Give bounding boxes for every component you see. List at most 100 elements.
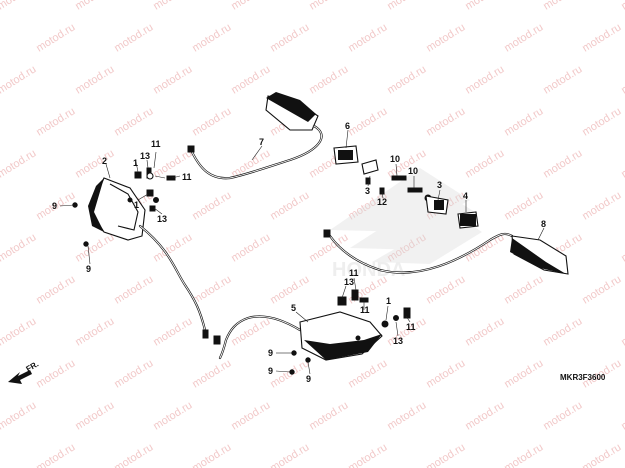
site-watermark-text: motod.ru [229, 231, 272, 264]
callout-11: 11 [151, 139, 161, 149]
site-watermark-text: motod.ru [190, 441, 233, 468]
site-watermark-text: motod.ru [502, 357, 545, 390]
site-watermark-text: motod.ru [580, 21, 623, 54]
site-watermark-text: motod.ru [34, 273, 77, 306]
callout-11: 11 [360, 305, 370, 315]
site-watermark-text: motod.ru [268, 21, 311, 54]
site-watermark-text: motod.ru [151, 0, 194, 13]
site-watermark-text: motod.ru [190, 105, 233, 138]
site-watermark-text: motod.ru [385, 63, 428, 96]
site-watermark-text: motod.ru [73, 315, 116, 348]
site-watermark-text: motod.ru [73, 399, 116, 432]
site-watermark-text: motod.ru [580, 105, 623, 138]
site-watermark-text: motod.ru [463, 0, 506, 13]
callout-7: 7 [259, 137, 264, 147]
callout-5: 5 [291, 303, 296, 313]
site-watermark-text: motod.ru [463, 63, 506, 96]
site-watermark-text: motod.ru [619, 315, 625, 348]
site-watermark-text: motod.ru [0, 399, 38, 432]
site-watermark-text: motod.ru [0, 315, 38, 348]
left-signal-wire [138, 224, 209, 339]
callout-2: 2 [102, 156, 107, 166]
site-watermark-text: motod.ru [424, 357, 467, 390]
site-watermark-text: motod.ru [346, 105, 389, 138]
callout-8: 8 [541, 219, 546, 229]
site-watermark-text: motod.ru [502, 273, 545, 306]
site-watermark-text: motod.ru [73, 63, 116, 96]
site-watermark-text: motod.ru [385, 399, 428, 432]
callout-12: 12 [377, 197, 387, 207]
site-watermark-text: motod.ru [502, 105, 545, 138]
bracket-part-4 [457, 211, 479, 229]
callout-4: 4 [463, 191, 468, 201]
callout-3: 3 [437, 180, 442, 190]
site-watermark-text: motod.ru [151, 231, 194, 264]
callout-13: 13 [393, 336, 403, 346]
site-watermark-text: motod.ru [346, 357, 389, 390]
site-watermark-text: motod.ru [463, 399, 506, 432]
site-watermark-text: motod.ru [307, 0, 350, 13]
site-watermark-text: motod.ru [541, 315, 584, 348]
site-watermark-text: motod.ru [619, 399, 625, 432]
site-watermark-text: motod.ru [190, 21, 233, 54]
site-watermark-text: motod.ru [151, 315, 194, 348]
left-rear-turn-signal [187, 92, 323, 180]
right-front-turn-signal [213, 311, 383, 361]
callout-11: 11 [182, 172, 192, 182]
site-watermark-text: motod.ru [307, 63, 350, 96]
left-fasteners [72, 167, 176, 247]
site-watermark-text: motod.ru [0, 147, 38, 180]
site-watermark-text: motod.ru [502, 189, 545, 222]
site-watermark-text: motod.ru [0, 63, 38, 96]
site-watermark-text: motod.ru [307, 399, 350, 432]
front-arrow-icon [8, 370, 32, 384]
front-label: FR. [25, 359, 41, 373]
connector-icon [213, 335, 221, 345]
callout-11: 11 [349, 268, 359, 278]
site-watermark-text: motod.ru [541, 0, 584, 13]
site-watermark-text: motod.ru [34, 441, 77, 468]
site-watermark-text: motod.ru [112, 273, 155, 306]
site-watermark-text: motod.ru [385, 0, 428, 13]
connector-icon [202, 329, 209, 339]
callout-9: 9 [268, 366, 273, 376]
site-watermark-text: motod.ru [34, 105, 77, 138]
site-watermark-text: motod.ru [112, 357, 155, 390]
site-watermark-text: motod.ru [190, 273, 233, 306]
site-watermark-text: motod.ru [619, 0, 625, 13]
site-watermark-text: motod.ru [424, 273, 467, 306]
site-watermark-text: motod.ru [502, 21, 545, 54]
site-watermark-text: motod.ru [151, 399, 194, 432]
site-watermark-text: motod.ru [541, 399, 584, 432]
site-watermark-text: motod.ru [424, 441, 467, 468]
callout-13: 13 [140, 151, 150, 161]
site-watermark-text: motod.ru [268, 273, 311, 306]
site-watermark-text: motod.ru [463, 315, 506, 348]
site-watermark-text: motod.ru [34, 21, 77, 54]
site-watermark-text: motod.ru [580, 273, 623, 306]
callout-9: 9 [52, 201, 57, 211]
site-watermark-text: motod.ru [73, 0, 116, 13]
middle-fasteners [361, 159, 449, 215]
callout-9: 9 [86, 264, 91, 274]
callout-9: 9 [268, 348, 273, 358]
site-watermark-text: motod.ru [190, 189, 233, 222]
callout-13: 13 [157, 214, 167, 224]
site-watermark-text: motod.ru [346, 441, 389, 468]
site-watermark-text: motod.ru [229, 63, 272, 96]
site-watermark-text: motod.ru [73, 147, 116, 180]
left-front-turn-signal [88, 177, 146, 241]
site-watermark-text: motod.ru [502, 441, 545, 468]
site-watermark-text: motod.ru [541, 147, 584, 180]
site-watermark-text: motod.ru [619, 147, 625, 180]
site-watermark-text: motod.ru [151, 63, 194, 96]
site-watermark-text: motod.ru [268, 357, 311, 390]
connector-icon [187, 145, 195, 153]
site-watermark-text: motod.ru [229, 0, 272, 13]
site-watermark-text: motod.ru [34, 357, 77, 390]
site-watermark-text: motod.ru [112, 105, 155, 138]
site-watermark-text: motod.ru [73, 231, 116, 264]
leader-lines [59, 129, 545, 375]
